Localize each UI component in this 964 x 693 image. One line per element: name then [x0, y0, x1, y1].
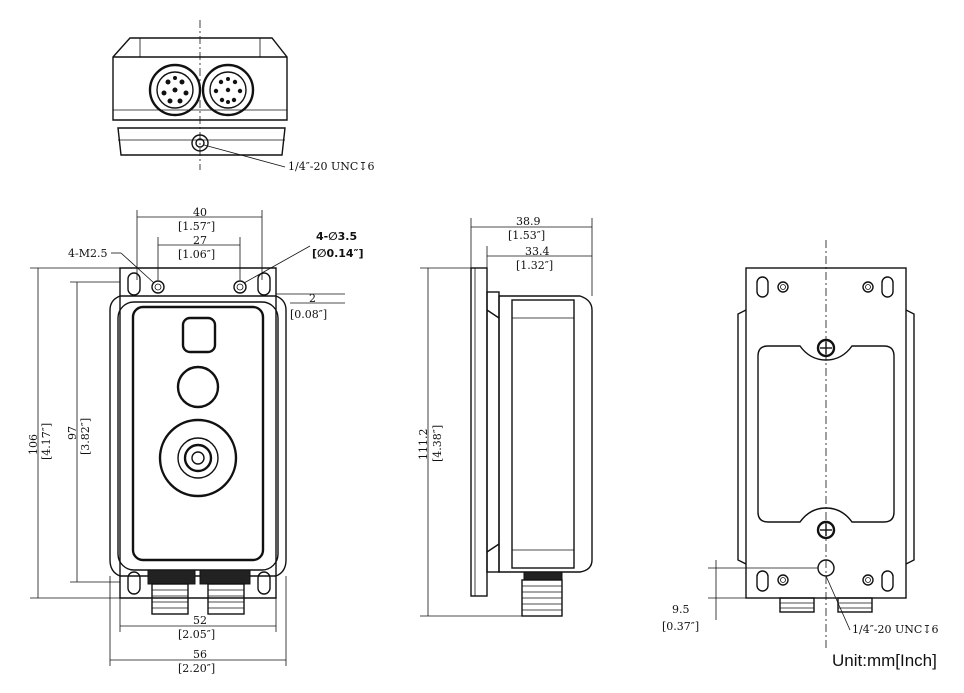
svg-text:38.9: 38.9: [516, 215, 541, 228]
svg-text:[1.32″]: [1.32″]: [516, 259, 553, 272]
svg-text:[1.57″]: [1.57″]: [178, 220, 215, 233]
svg-text:[4.38″]: [4.38″]: [431, 425, 444, 462]
svg-text:52: 52: [193, 614, 207, 627]
svg-text:9.5: 9.5: [672, 603, 690, 616]
svg-text:[2.20″]: [2.20″]: [178, 662, 215, 675]
top-view: 1/4″-20 UNC↧6: [112, 20, 375, 173]
svg-text:4-∅3.5: 4-∅3.5: [316, 230, 357, 243]
svg-text:27: 27: [193, 234, 207, 247]
back-view: 9.5 [0.37″] 1/4″-20 UNC↧6: [662, 240, 939, 650]
svg-text:[0.08″]: [0.08″]: [290, 308, 327, 321]
unit-label: Unit:mm[Inch]: [832, 651, 937, 670]
svg-text:[1.53″]: [1.53″]: [508, 229, 545, 242]
connector-left-icon: [148, 63, 202, 117]
svg-text:[∅0.14″]: [∅0.14″]: [312, 247, 364, 260]
svg-text:2: 2: [309, 292, 316, 305]
camera-lens-icon: [158, 418, 238, 498]
svg-text:[0.37″]: [0.37″]: [662, 620, 699, 633]
front-view: 40 [1.57″] 27 [1.06″] 4-M2.5 4-∅3.5 [∅0.…: [27, 206, 364, 675]
screw-bottom-icon: [816, 520, 836, 540]
svg-text:33.4: 33.4: [525, 245, 550, 258]
side-connector: [521, 571, 563, 617]
front-connector-right: [207, 583, 245, 615]
connector-right-icon: [201, 63, 255, 117]
svg-text:106: 106: [27, 434, 40, 455]
svg-text:[3.82″]: [3.82″]: [79, 418, 92, 455]
svg-text:[2.05″]: [2.05″]: [178, 628, 215, 641]
side-view: 38.9 [1.53″] 33.4 [1.32″] 111.2 [4.38″]: [417, 215, 593, 617]
svg-text:40: 40: [193, 206, 207, 219]
front-connector-left: [151, 583, 189, 615]
svg-text:4-M2.5: 4-M2.5: [68, 247, 107, 260]
svg-text:1/4″-20 UNC↧6: 1/4″-20 UNC↧6: [852, 623, 939, 636]
svg-text:56: 56: [193, 648, 207, 661]
svg-text:111.2: 111.2: [417, 429, 430, 461]
status-button-icon: [181, 316, 217, 354]
top-thread-label: 1/4″-20 UNC↧6: [288, 160, 375, 173]
svg-text:97: 97: [66, 426, 79, 440]
sensor-window-icon: [176, 365, 220, 409]
screw-top-icon: [816, 338, 836, 358]
svg-text:[4.17″]: [4.17″]: [40, 423, 53, 460]
svg-text:[1.06″]: [1.06″]: [178, 248, 215, 261]
